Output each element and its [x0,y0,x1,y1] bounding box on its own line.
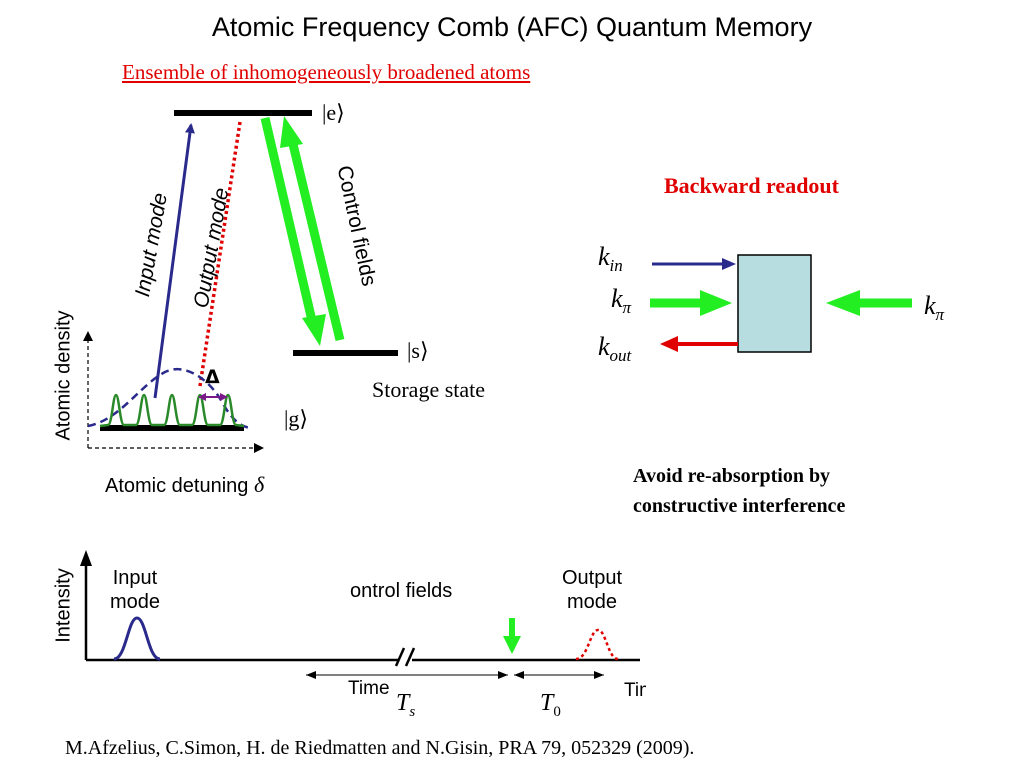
t0-subscript: 0 [553,703,561,720]
control-field-arrow-up [280,116,345,342]
reabsorption-note: Avoid re-absorption by constructive inte… [633,461,845,521]
reabsorption-note-line2: constructive interference [633,495,846,517]
reabsorption-note-line1: Avoid re-absorption by [633,465,831,487]
intensity-axis-label: Intensity [52,568,75,643]
input-pulse [113,616,161,661]
timeline-output-mode-label: Output mode [550,566,634,614]
ts-label: Ts [396,690,415,721]
k-out-arrow [660,336,738,352]
axis-break-2 [404,647,416,667]
k-out-symbol: k [598,332,610,361]
ground-state-ket: |g⟩ [284,406,308,431]
k-in-label: kin [598,242,623,276]
t0-symbol: T [540,690,554,716]
storage-state-ket: |s⟩ [407,338,429,363]
ts-symbol: T [396,690,410,716]
frequency-comb [99,393,245,428]
backward-readout-title: Backward readout [664,173,839,198]
excited-state-ket: |e⟩ [322,100,345,125]
storage-state-label: Storage state [372,377,486,402]
t0-interval [514,671,604,679]
k-pi-left-arrow [650,290,732,316]
timeline-input-mode-label: Input mode [95,566,175,614]
control-field-arrow-down [260,116,326,346]
control-pulse-arrow [503,618,521,654]
time-axis-label-1: Time [348,678,390,699]
k-pi-right-arrow [826,290,912,316]
k-out-subscript: out [609,346,632,366]
k-in-arrow [652,258,736,270]
k-pi-right-subscript: π [935,305,945,325]
timeline-output-line2: mode [566,591,618,613]
delta-label: Δ [205,366,220,388]
timeline-control-fields-label: ontrol fields [350,580,453,602]
intensity-axis-head [80,550,92,566]
axis-break-1 [394,647,406,667]
k-pi-left-symbol: k [611,284,623,313]
k-in-subscript: in [609,256,623,276]
medium-box [737,254,812,353]
subtitle: Ensemble of inhomogeneously broadened at… [122,60,531,84]
time-axis-label-2: Time [624,680,646,701]
output-pulse [575,628,619,661]
atomic-density-axis-label: Atomic density [52,310,75,441]
k-in-symbol: k [598,242,610,271]
t0-label: T0 [540,690,561,721]
atomic-detuning-text: Atomic detuning [105,475,249,497]
k-out-label: kout [598,332,631,366]
timeline-input-line1: Input [112,567,158,589]
k-pi-left-label: kπ [611,284,631,318]
k-pi-right-label: kπ [924,291,944,325]
k-pi-right-symbol: k [924,291,936,320]
output-mode-line [198,121,242,387]
k-pi-left-subscript: π [622,298,632,318]
page-title: Atomic Frequency Comb (AFC) Quantum Memo… [211,12,813,42]
atomic-detuning-axis-label: Atomic detuning δ [105,472,264,498]
input-mode-arrow [153,123,195,399]
ts-subscript: s [409,703,416,720]
timeline-input-line2: mode [109,591,161,613]
detuning-symbol: δ [253,472,265,497]
timeline-output-line1: Output [561,567,623,589]
citation: M.Afzelius, C.Simon, H. de Riedmatten an… [65,737,695,759]
ts-interval [306,671,508,679]
